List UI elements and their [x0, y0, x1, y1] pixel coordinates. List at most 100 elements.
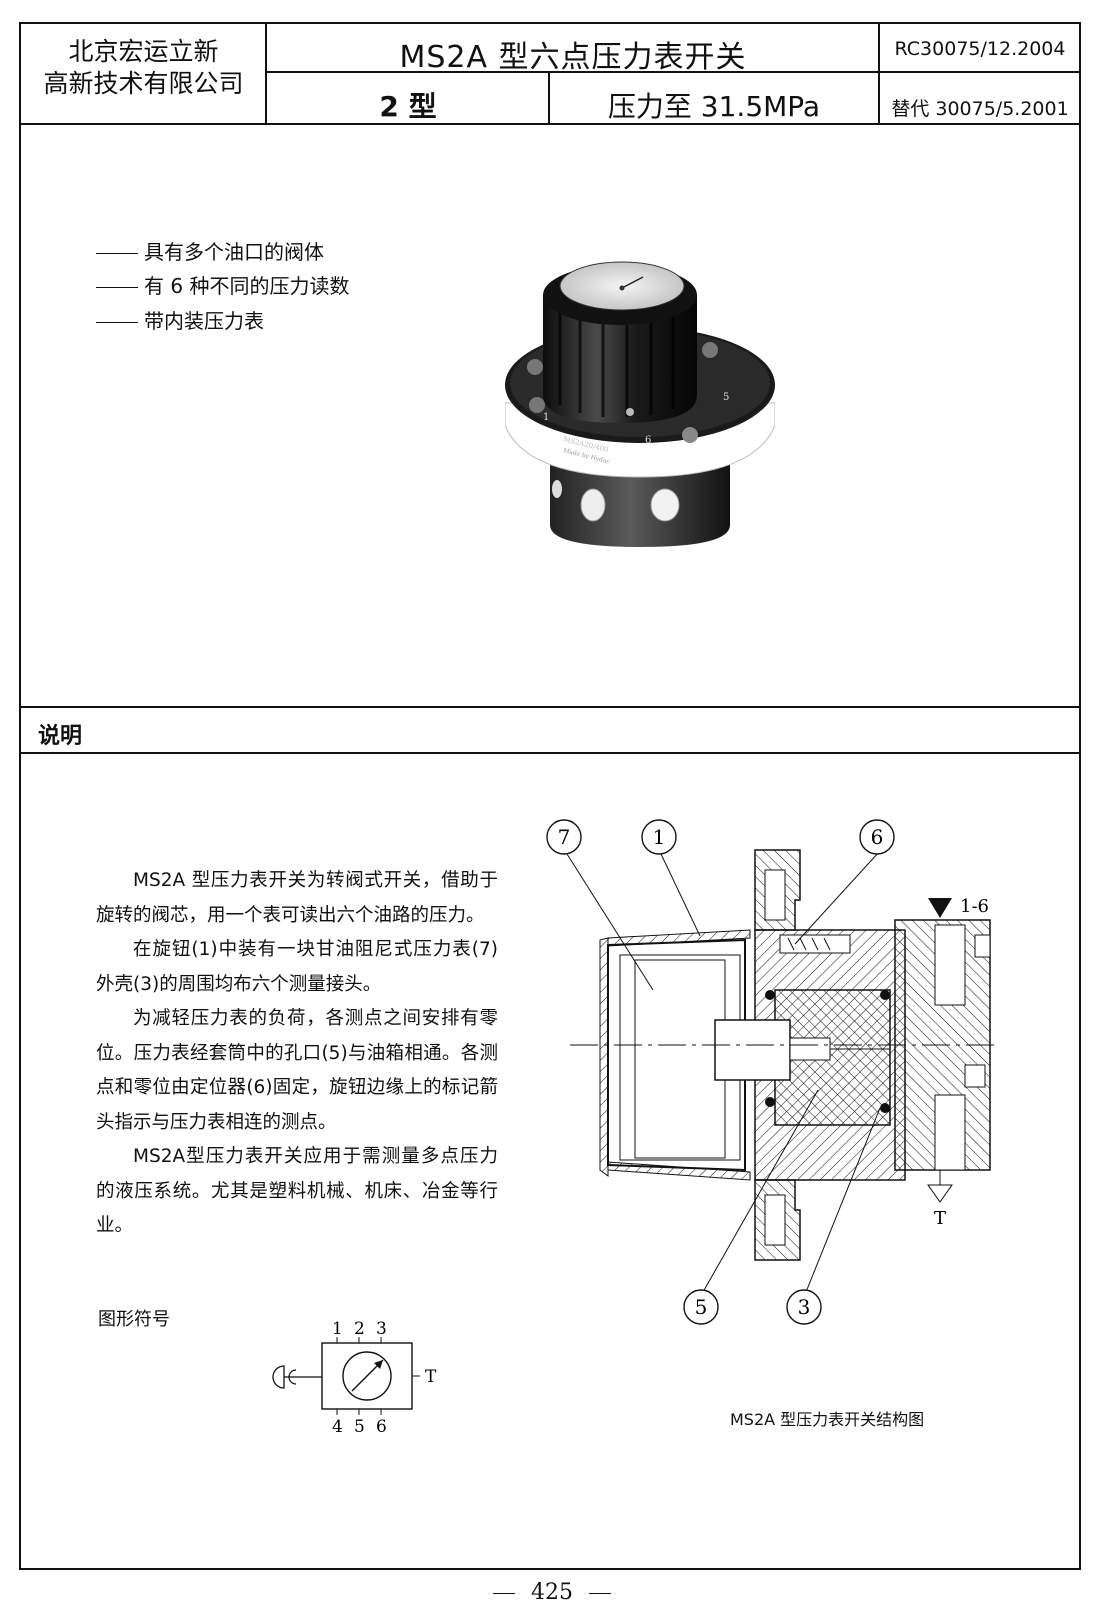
- callout-number: 5: [695, 1295, 708, 1319]
- callout-layer: 7 1 6 5 3: [546, 819, 895, 1325]
- callout-number: 6: [871, 825, 884, 849]
- header-divider-code: [878, 22, 880, 125]
- dash-mark: [96, 287, 138, 288]
- callout-5: 5: [683, 1289, 719, 1325]
- leader-line: [794, 851, 880, 945]
- port-hole: [650, 488, 680, 522]
- callout-1: 1: [641, 819, 677, 855]
- header-bottom-border: [19, 123, 1081, 125]
- description-paragraph: 为减轻压力表的负荷，各测点之间安排有零位。压力表经套筒中的孔口(5)与油箱相通。…: [96, 1008, 498, 1133]
- inlet-bore: [934, 924, 966, 1006]
- scale-mark: 5: [723, 392, 729, 403]
- scale-mark: 1: [543, 412, 549, 423]
- header-divider-type: [548, 72, 550, 124]
- valve-body: [550, 455, 730, 547]
- page-frame: [19, 22, 1081, 1570]
- port-label: 5: [354, 1417, 365, 1436]
- plug: [974, 934, 991, 958]
- knob-symbol: [272, 1365, 285, 1389]
- callout-7: 7: [546, 819, 582, 855]
- knob-shell-bottom: [607, 1161, 751, 1181]
- gauge-symbol: [342, 1351, 392, 1401]
- product-title: MS2A 型六点压力表开关: [399, 40, 747, 75]
- tank-bore: [934, 1094, 966, 1171]
- inlet-arrow: [928, 898, 952, 918]
- screw-head: [529, 397, 545, 413]
- drawing-caption: MS2A 型压力表开关结构图: [730, 1410, 925, 1429]
- screw-head: [702, 342, 718, 358]
- description: MS2A 型压力表开关为转阀式开关，借助于旋转的阀芯，用一个表可读出六个油路的压…: [96, 864, 498, 1244]
- company-name-line-2: 高新技术有限公司: [43, 69, 244, 98]
- port-hole: [552, 480, 562, 498]
- page-number: 425: [0, 1580, 1104, 1605]
- port-label: 3: [376, 1319, 387, 1339]
- gauge-pivot: [619, 285, 625, 291]
- dash-mark: [96, 253, 138, 254]
- tank-port-label: T: [425, 1367, 437, 1387]
- port-hole: [580, 488, 606, 522]
- scale-mark: 6: [645, 435, 651, 446]
- company-name-line-1: 北京宏运立新: [68, 37, 219, 66]
- company-name: 北京宏运立新 高新技术有限公司: [21, 36, 266, 100]
- replaces-code: 替代 30075/5.2001: [891, 98, 1069, 120]
- feature-text: 带内装压力表: [144, 309, 264, 333]
- leader-line: [805, 1107, 881, 1293]
- screw-head: [682, 427, 698, 443]
- o-ring: [880, 1103, 890, 1113]
- description-paragraph: MS2A型压力表开关应用于需测量多点压力的液压系统。尤其是塑料机械、机床、冶金等…: [96, 1146, 498, 1236]
- section-drawing: 1-6 T: [566, 849, 1000, 1293]
- hydraulic-symbol: 1 2 3 4 5 6 T: [272, 1319, 437, 1436]
- feature-text: 有 6 种不同的压力读数: [144, 274, 350, 298]
- description-paragraph: 在旋钮(1)中装有一块甘油阻尼式压力表(7)外壳(3)的周围均布六个测量接头。: [96, 939, 498, 995]
- knob-shell-top: [607, 929, 751, 947]
- screw-head: [527, 359, 543, 375]
- page-number-text: 425: [531, 1580, 573, 1605]
- header-divider-company: [265, 22, 267, 125]
- callout-number: 1: [653, 825, 666, 849]
- o-ring: [765, 1097, 775, 1107]
- product-type: 2 型: [379, 90, 437, 123]
- callout-number: 3: [798, 1295, 811, 1319]
- dash-mark: [493, 1592, 515, 1594]
- callout-6: 6: [859, 819, 895, 855]
- symbol-label: 图形符号: [98, 1309, 170, 1330]
- o-ring: [765, 990, 775, 1000]
- product-photo: 1 5 6 MS2A20/400 Made by Hydac: [505, 261, 775, 547]
- description-paragraph: MS2A 型压力表开关为转阀式开关，借助于旋转的阀芯，用一个表可读出六个油路的压…: [96, 870, 498, 926]
- flange-bolt-hole: [764, 1194, 786, 1246]
- tank-arrow: [927, 1184, 953, 1203]
- section-title: 说明: [38, 724, 83, 749]
- callout-3: 3: [786, 1289, 822, 1325]
- feature-item: 带内装压力表: [96, 305, 264, 334]
- arrow-head: [374, 1360, 383, 1369]
- port-label: 2: [354, 1319, 365, 1339]
- o-ring: [880, 990, 890, 1000]
- indicator-pin: [626, 408, 634, 416]
- flange-bolt-hole: [764, 869, 786, 921]
- pressure-rating: 压力至 31.5MPa: [607, 90, 821, 123]
- port-label: 1: [332, 1319, 343, 1339]
- document-code: RC30075/12.2004: [894, 38, 1066, 60]
- plug: [964, 1064, 986, 1088]
- port-label: 6: [376, 1417, 387, 1436]
- leader-line: [702, 1089, 819, 1293]
- dash-mark: [589, 1592, 611, 1594]
- dash-mark: [96, 322, 138, 323]
- feature-item: 有 6 种不同的压力读数: [96, 270, 349, 299]
- gauge-needle: [621, 276, 644, 289]
- header-divider-middle: [266, 71, 1080, 73]
- leader-line: [660, 853, 701, 937]
- leader-line: [566, 853, 654, 991]
- port-label: 4: [332, 1417, 343, 1436]
- callout-number: 7: [558, 825, 571, 849]
- section-top-border: [19, 706, 1081, 708]
- detent-mark: [288, 1369, 297, 1385]
- feature-text: 具有多个油口的阀体: [144, 240, 324, 264]
- center-sleeve: [714, 1019, 791, 1081]
- gauge-rim: [599, 937, 609, 1177]
- tank-label: T: [934, 1208, 946, 1229]
- section-bottom-border: [19, 752, 1081, 754]
- detent-spring: [787, 937, 831, 951]
- feature-item: 具有多个油口的阀体: [96, 236, 324, 265]
- inlet-label: 1-6: [960, 896, 989, 917]
